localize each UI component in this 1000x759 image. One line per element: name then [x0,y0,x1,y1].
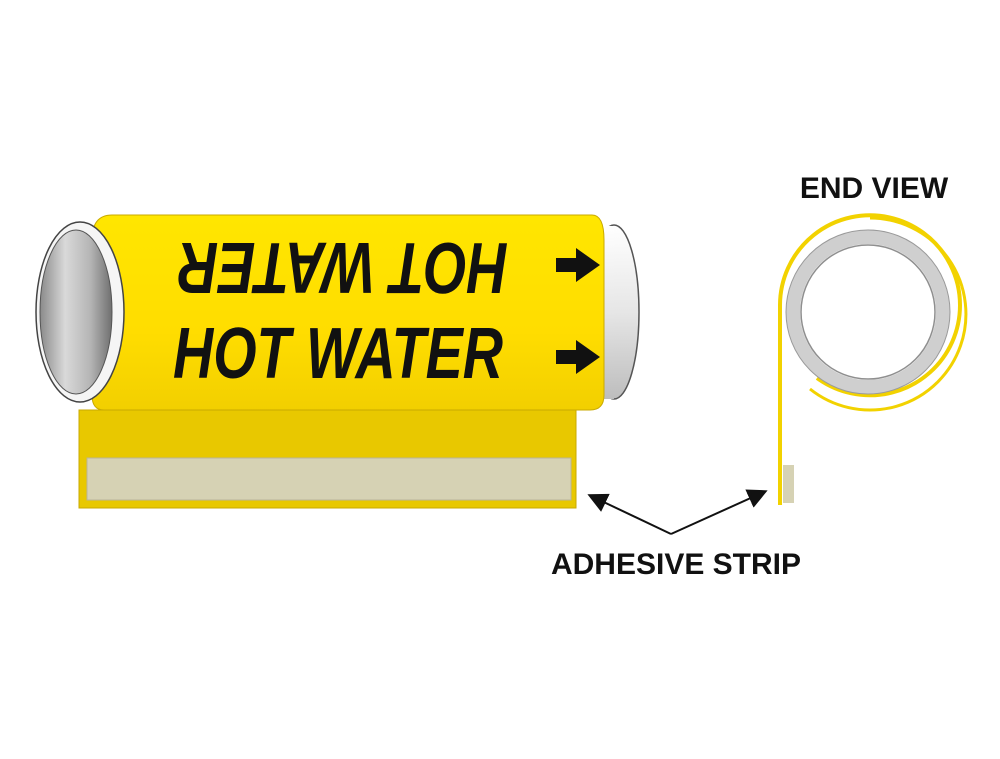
end-view-pipe-inner [800,244,936,380]
adhesive-callout: ADHESIVE STRIP [551,489,801,581]
marker-legend-flipped: HOT WATER [178,227,508,307]
end-view-pipe-outer [785,229,951,395]
right-arrow-icon [556,340,600,374]
end-view-pipe-ring [786,230,950,394]
adhesive-strip-liner [86,457,572,501]
pointer-arrow-icon [587,493,672,535]
pointer-arrow-icon [670,489,768,535]
end-view: END VIEW [778,172,968,505]
marker-legend: HOT WATER [173,314,503,394]
pipe-left-opening [39,229,113,395]
end-view-label: END VIEW [800,172,949,205]
end-view-adhesive-tab [783,465,794,503]
pipe-assembly: HOT WATER HOT WATER [35,214,640,509]
end-view-wrap-outer [809,216,968,412]
right-arrow-icon [556,248,600,282]
adhesive-strip-label: ADHESIVE STRIP [551,548,801,581]
